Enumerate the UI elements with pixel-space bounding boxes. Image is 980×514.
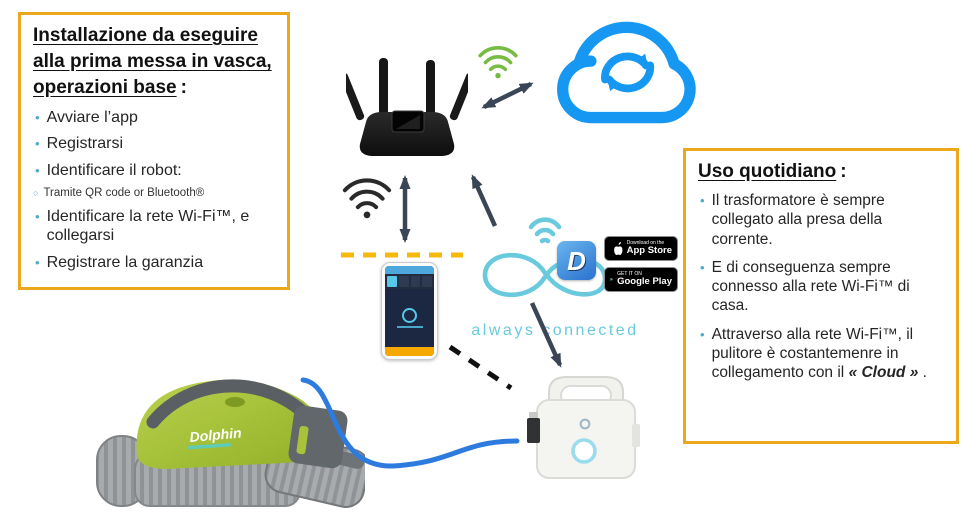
transformer-image	[527, 374, 645, 486]
bullet-icon: •	[35, 208, 40, 224]
daily-item-text: E di conseguenza sempre connesso alla re…	[711, 258, 910, 315]
list-sub-item: ○ Tramite QR code or Bluetooth®	[33, 186, 275, 200]
bullet-icon: •	[35, 255, 40, 271]
phone-tile	[398, 276, 409, 287]
phone-app-tiles	[385, 274, 434, 289]
always-connected-logo	[443, 205, 653, 323]
phone-app-logo-icon	[402, 308, 417, 323]
daily-item3-suffix: .	[918, 363, 927, 381]
phone-tile-active	[387, 276, 397, 287]
cloud-word: « Cloud »	[848, 363, 919, 381]
circle-bullet-icon: ○	[33, 188, 39, 199]
daily-title-colon: :	[840, 161, 847, 182]
smartphone-with-app	[381, 262, 438, 360]
infinity-always-connected-icon	[482, 217, 608, 298]
install-title-line1: Installazione da eseguire	[33, 25, 258, 46]
bullet-icon: •	[35, 109, 40, 125]
arrow-router-cloud	[481, 81, 534, 110]
daily-item-text: Attraverso alla rete Wi-Fi™, il pulitore…	[712, 325, 944, 383]
dolphin-app-icon: D	[557, 241, 596, 280]
wifi-router-icon	[346, 58, 468, 156]
phone-tile	[410, 276, 421, 287]
google-play-badge: GET IT ON Google Play	[604, 267, 678, 292]
always-connected-label: always connected	[471, 322, 639, 339]
daily-item-text: Il trasformatore è sempre collegato alla…	[711, 192, 885, 248]
install-title-colon: :	[180, 77, 187, 99]
daily-use-info-box: Uso quotidiano: • Il trasformatore è semp…	[683, 148, 959, 444]
wifi-signal-black	[341, 175, 393, 221]
app-store-badge: Download on the App Store	[604, 236, 678, 261]
cloud-sync-icon	[557, 21, 696, 124]
bullet-icon: •	[700, 326, 705, 342]
list-item: • Identificare la rete Wi-Fi™, e collegar…	[33, 207, 275, 247]
install-steps-list: • Avviare l’app • Registrarsi • Identificar…	[33, 108, 275, 273]
bullet-icon: •	[700, 193, 705, 209]
google-play-triangle-icon	[610, 277, 613, 282]
install-box-title: Installazione da eseguire alla prima mes…	[33, 23, 275, 102]
apple-logo-icon	[614, 241, 623, 255]
daily-item3-prefix: Attraverso alla rete Wi-Fi™, il pulitore…	[711, 325, 914, 381]
wifi-icon	[478, 46, 518, 79]
phone-statusbar	[385, 266, 434, 274]
phone-screen	[385, 266, 434, 356]
app-store-name: App Store	[626, 245, 672, 257]
cloud-image	[550, 4, 708, 138]
list-item: • E di conseguenza sempre connesso alla r…	[698, 258, 944, 316]
list-item: • Registrare la garanzia	[33, 253, 275, 273]
install-title-line3: operazioni base	[33, 77, 177, 99]
list-item: • Il trasformatore è sempre collegato all…	[698, 191, 944, 249]
black-dashed-link	[448, 344, 513, 391]
install-title-line2: alla prima messa in vasca,	[33, 51, 272, 73]
install-step-text: Avviare l’app	[46, 108, 138, 126]
install-step-text: Identificare il robot:	[46, 162, 182, 180]
robot-brand-text: Dolphin	[189, 425, 242, 445]
install-substep-text: Tramite QR code or Bluetooth®	[43, 187, 205, 200]
wifi-signal-green	[477, 44, 519, 80]
google-play-name: Google Play	[617, 276, 672, 288]
google-play-tagline: GET IT ON	[617, 270, 642, 277]
bullet-icon: •	[700, 259, 705, 275]
daily-box-title: Uso quotidiano:	[698, 159, 944, 185]
phone-text-line	[396, 326, 423, 328]
installation-info-box: Installazione da eseguire alla prima mes…	[18, 12, 290, 290]
install-step-text: Registrarsi	[46, 135, 124, 153]
power-supply-unit	[527, 376, 640, 479]
pool-cleaner-robot: Dolphin	[96, 379, 365, 508]
pool-robot-image: Dolphin	[95, 350, 365, 514]
wifi-icon	[342, 178, 392, 219]
list-item: • Registrarsi	[33, 134, 275, 154]
wifi-router-image	[346, 56, 468, 164]
bullet-icon: •	[35, 136, 40, 152]
bullet-icon: •	[35, 163, 40, 179]
list-item: • Attraverso alla rete Wi-Fi™, il pulito…	[698, 325, 944, 383]
app-store-tagline: Download on the	[626, 239, 665, 246]
daily-title-text: Uso quotidiano	[698, 161, 837, 182]
list-item: • Avviare l’app	[33, 108, 275, 128]
list-item: • Identificare il robot:	[33, 161, 275, 181]
install-step-text: Identificare la rete Wi-Fi™, e collegars…	[46, 207, 250, 245]
install-step-text: Registrare la garanzia	[46, 254, 204, 272]
daily-use-list: • Il trasformatore è sempre collegato all…	[698, 191, 944, 382]
phone-app-main	[385, 289, 434, 347]
phone-action-button	[385, 347, 434, 356]
app-icon-letter: D	[567, 245, 586, 276]
phone-tile	[422, 276, 432, 287]
